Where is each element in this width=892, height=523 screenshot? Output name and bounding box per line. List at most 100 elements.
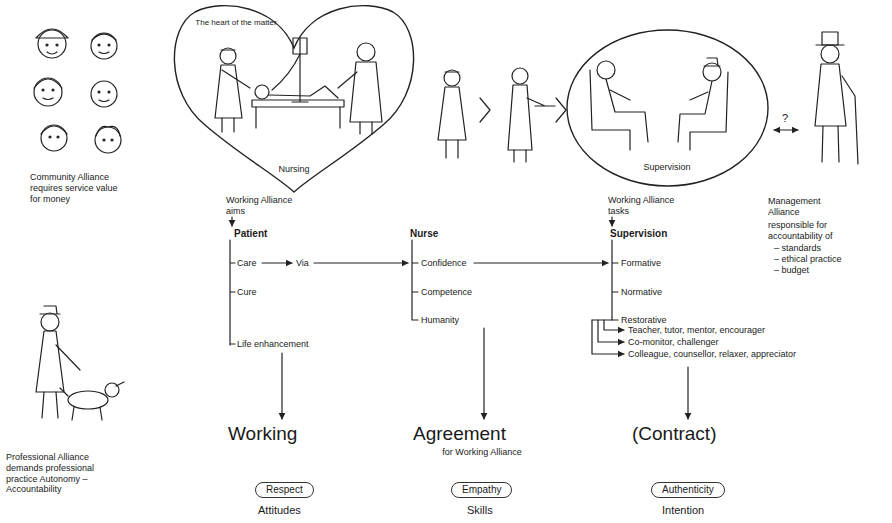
manager-figure-part: [821, 45, 839, 63]
nursing-scene-part: [357, 43, 375, 61]
supervision-scene-part: [690, 72, 728, 150]
double-arrow: [774, 129, 798, 130]
dog-walker-figure-part: [56, 345, 80, 370]
tree-connector-part: [262, 262, 292, 263]
text-label: Life enhancement: [237, 339, 309, 350]
badge-text: Respect: [266, 484, 303, 495]
tree-connector-part: [483, 328, 484, 419]
supervision-scene-part: [678, 81, 712, 142]
text-label: Cure: [237, 287, 257, 298]
faces-figure-part: [49, 136, 51, 138]
text-label: ?: [782, 112, 788, 125]
nursing-scene-part: [350, 62, 382, 122]
faces-figure-part: [99, 52, 109, 54]
middle-figures-part: [512, 68, 528, 84]
faces-figure-part: [41, 126, 67, 134]
manager-figure: [815, 32, 858, 164]
middle-figures-part: [438, 87, 466, 140]
faces-figure-part: [52, 89, 54, 91]
text-label: – budget: [774, 265, 809, 276]
text-label: – ethical practice: [774, 254, 842, 265]
dog-walker-figure-part: [42, 392, 58, 418]
tree-connector-part: [611, 217, 612, 226]
text-label: Via: [296, 258, 309, 269]
middle-figures-part: [508, 85, 532, 150]
faces-figure-part: [108, 91, 110, 93]
nursing-scene-part: [215, 65, 242, 118]
faces-figure-part: [36, 29, 68, 38]
faces-figure-part: [43, 98, 53, 100]
faces-figure-part: [42, 89, 44, 91]
text-label: Agreement: [413, 423, 506, 446]
faces-figure-part: [99, 100, 109, 102]
heart-line: [174, 6, 413, 192]
text-label: Competence: [421, 287, 472, 298]
tree-connector-part: [231, 217, 232, 226]
text-label: (Contract): [632, 423, 716, 446]
tree-connector: [230, 217, 688, 419]
supervision-scene: [590, 58, 728, 150]
middle-figures-part: [480, 98, 490, 122]
shape-text: Nursing: [244, 164, 344, 175]
faces-figure-part: [111, 139, 113, 141]
tree-connector-part: [592, 320, 624, 354]
heart-shape: The heart of the matterNursing: [165, 0, 423, 194]
dog-walker-figure-part: [41, 313, 59, 331]
faces-figure-part: [98, 44, 100, 46]
faces-figure-part: [46, 44, 48, 46]
shape-text: Supervision: [607, 162, 727, 173]
dog-walker-figure-part: [68, 391, 108, 409]
supervision-scene-part: [606, 79, 648, 142]
tree-connector-part: [598, 320, 624, 342]
faces-figure: [34, 29, 121, 153]
middle-figures: [438, 68, 566, 162]
tree-connector-part: [687, 367, 688, 419]
text-label: Patient: [234, 228, 267, 240]
text-label: Working Alliance tasks: [608, 195, 693, 217]
manager-figure-part: [822, 32, 838, 45]
middle-figures-part: [556, 98, 566, 122]
text-label: Care: [237, 258, 257, 269]
supervision-scene-part: [597, 61, 615, 79]
text-label: Teacher, tutor, mentor, encourager: [628, 325, 765, 336]
oval-badge: Authenticity: [651, 482, 725, 498]
dog-walker-figure-part: [116, 382, 124, 386]
shape-text: The heart of the matter: [187, 18, 285, 28]
text-label: Co-monitor, challenger: [628, 337, 719, 348]
nursing-scene-part: [338, 72, 357, 88]
tree-connector-part: [474, 262, 608, 263]
nursing-scene-part: [360, 122, 372, 134]
text-label: Supervision: [610, 228, 667, 240]
faces-figure-part: [56, 44, 58, 46]
text-label: – standards: [774, 243, 821, 254]
text-label: Community Alliance requires service valu…: [30, 172, 125, 204]
middle-figures-part: [514, 150, 526, 162]
nursing-scene-part: [252, 100, 344, 107]
dog-walker-figure-part: [40, 306, 60, 314]
text-label: Humanity: [421, 315, 459, 326]
supervision-scene-part: [690, 92, 708, 100]
dog-walker-figure-part: [60, 388, 102, 420]
faces-figure-part: [91, 81, 117, 107]
dog-walker-figure: [36, 306, 124, 420]
faces-figure-part: [38, 30, 66, 58]
text-label: Intention: [662, 504, 704, 517]
text-label: Confidence: [421, 258, 467, 269]
nursing-scene-part: [222, 70, 250, 88]
text-label: Colleague, counsellor, relaxer, apprecia…: [628, 349, 796, 360]
manager-figure-part: [822, 126, 839, 162]
badge-text: Empathy: [462, 484, 501, 495]
faces-figure-part: [34, 79, 62, 88]
text-label: Nurse: [410, 228, 438, 240]
faces-figure-part: [98, 91, 100, 93]
faces-figure-part: [108, 44, 110, 46]
faces-figure-part: [91, 33, 117, 59]
text-label: responsible for accountability of: [768, 220, 858, 242]
nursing-scene-part: [272, 54, 300, 90]
faces-figure-part: [47, 52, 57, 54]
tree-connector-part: [314, 262, 408, 263]
tree-connector-part: [412, 240, 418, 320]
faces-figure-part: [95, 127, 121, 153]
middle-figures-part: [446, 140, 458, 158]
supervision-scene-part: [610, 90, 630, 100]
